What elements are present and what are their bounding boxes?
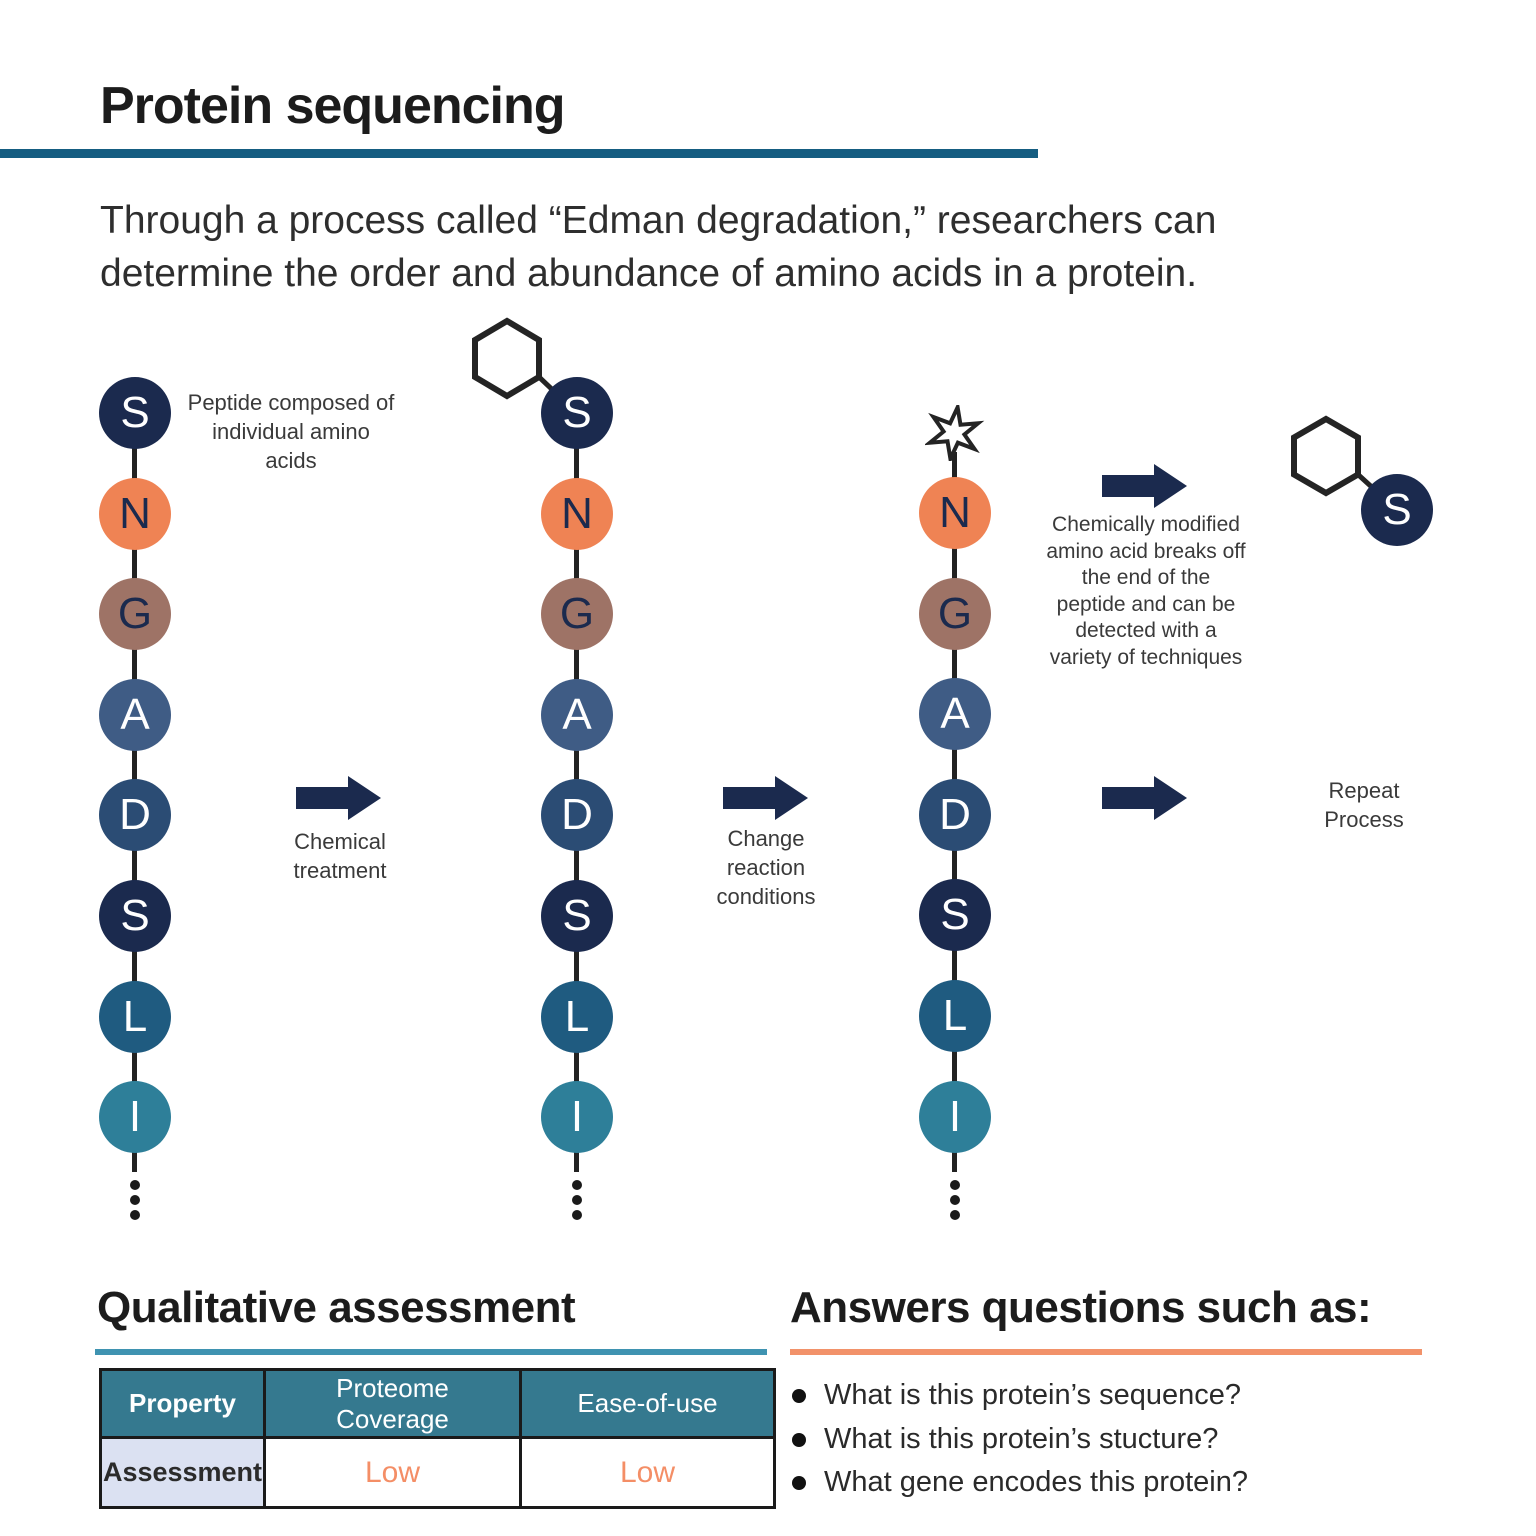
residue: I <box>99 1081 171 1154</box>
bullet-icon <box>792 1476 806 1490</box>
list-item: What gene encodes this protein? <box>790 1466 1470 1498</box>
residue: D <box>919 778 991 851</box>
intro-text: Through a process called “Edman degradat… <box>100 199 1217 295</box>
assessment-table: Property Proteome Coverage Ease-of-use A… <box>99 1368 776 1509</box>
residue: L <box>99 980 171 1053</box>
residue: D <box>99 779 171 852</box>
col-header-property: Property <box>99 1368 266 1439</box>
residue: L <box>919 979 991 1052</box>
col-header-ease-of-use: Ease-of-use <box>519 1368 776 1439</box>
list-item: What is this protein’s stucture? <box>790 1423 1470 1455</box>
qualitative-assessment-underline <box>95 1349 767 1355</box>
residue: S <box>541 377 613 449</box>
answers-questions-heading: Answers questions such as: <box>790 1283 1372 1332</box>
residue: S <box>541 879 613 952</box>
label-peptide-composed: Peptide composed of individual amino aci… <box>187 390 395 473</box>
chain-continues-dots <box>950 1180 960 1220</box>
chain-continues-dots <box>130 1180 140 1220</box>
residue: N <box>919 477 991 549</box>
residue-detached: S <box>1361 474 1433 546</box>
peptide-chain-3: N G A D S L I <box>919 477 991 1153</box>
questions-list: What is this protein’s sequence? What is… <box>790 1379 1470 1510</box>
question-text: What is this protein’s stucture? <box>824 1422 1219 1455</box>
label-repeat-process: Repeat Process <box>1324 778 1404 832</box>
residue: G <box>919 577 991 650</box>
bullet-icon <box>792 1432 806 1447</box>
chain-continues-dots <box>572 1180 582 1220</box>
residue: I <box>919 1080 991 1153</box>
arrow-right-icon <box>296 776 381 820</box>
bullet-icon <box>792 1389 806 1403</box>
residue: D <box>541 779 613 852</box>
residue: I <box>541 1081 613 1154</box>
hexagon-reagent-icon <box>472 317 579 415</box>
question-text: What is this protein’s sequence? <box>824 1379 1241 1411</box>
residue: S <box>919 879 991 952</box>
residue: G <box>99 578 171 651</box>
label-chemical-treatment: Chemical treatment <box>293 829 387 883</box>
peptide-chain-1: S N G A D S L I <box>99 377 171 1154</box>
cell-proteome-coverage-value: Low <box>263 1436 522 1509</box>
residue: N <box>541 477 613 550</box>
table-value-row: Assessment Low Low <box>99 1436 776 1509</box>
arrow-right-icon <box>1102 776 1187 820</box>
residue: G <box>541 578 613 651</box>
label-chemically-modified: Chemically modified amino acid breaks of… <box>1046 513 1246 669</box>
residue: L <box>541 980 613 1053</box>
answers-questions-underline <box>790 1349 1422 1355</box>
list-item: What is this protein’s sequence? <box>790 1379 1470 1411</box>
page-title: Protein sequencing <box>100 77 566 135</box>
table-header-row: Property Proteome Coverage Ease-of-use <box>99 1368 776 1439</box>
cell-ease-of-use-value: Low <box>519 1436 776 1509</box>
question-text: What gene encodes this protein? <box>824 1466 1248 1498</box>
qualitative-assessment-heading: Qualitative assessment <box>97 1283 576 1332</box>
modified-star-icon <box>925 405 985 461</box>
residue: A <box>541 678 613 751</box>
arrow-right-icon <box>1102 464 1187 508</box>
label-change-reaction-conditions: Change reaction conditions <box>716 826 816 909</box>
col-header-proteome-coverage: Proteome Coverage <box>263 1368 522 1439</box>
row-header-assessment: Assessment <box>99 1436 266 1509</box>
peptide-chain-2: S N G A D S L I <box>541 377 613 1154</box>
residue: N <box>99 477 171 550</box>
residue: S <box>99 377 171 449</box>
residue: S <box>99 879 171 952</box>
arrow-right-icon <box>723 776 808 820</box>
residue: A <box>99 678 171 751</box>
title-underline <box>0 149 1038 158</box>
residue: A <box>919 678 991 751</box>
